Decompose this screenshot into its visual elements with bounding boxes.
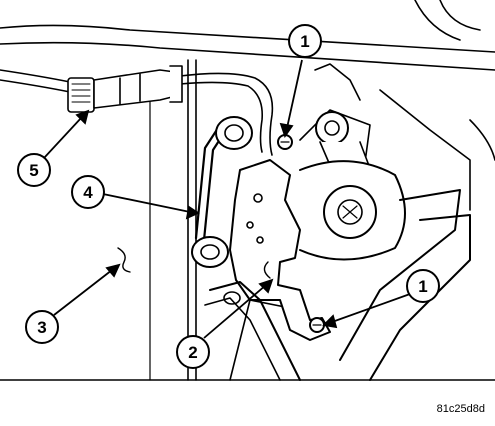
callout-1-right: 1 <box>406 269 440 303</box>
fastener-top <box>277 134 293 150</box>
electrical-connector <box>67 65 183 113</box>
svg-text:3: 3 <box>37 318 46 337</box>
leader-arrow-1-top <box>279 59 303 138</box>
leader-arrow-5 <box>43 109 90 159</box>
wiring-harness <box>0 69 274 156</box>
latch-mechanism <box>299 63 471 381</box>
svg-text:4: 4 <box>83 183 93 202</box>
svg-text:2: 2 <box>188 343 197 362</box>
leader-arrow-3 <box>53 263 121 316</box>
link-rod <box>191 116 253 268</box>
leader-arrow-4 <box>102 193 200 220</box>
leader-arrow-2 <box>203 278 274 339</box>
fastener-bottom <box>309 317 325 333</box>
callout-2: 2 <box>176 335 210 369</box>
svg-text:5: 5 <box>29 161 38 180</box>
callout-3: 3 <box>25 310 59 344</box>
panel-surface-mark <box>117 247 131 273</box>
figure-id-label: 81c25d8d <box>436 403 485 415</box>
callout-1-top: 1 <box>288 24 322 58</box>
leader-arrow-1-right <box>322 293 411 329</box>
svg-text:1: 1 <box>418 277 427 296</box>
lower-track <box>204 281 301 381</box>
svg-text:1: 1 <box>300 32 309 51</box>
callout-5: 5 <box>17 153 51 187</box>
callout-4: 4 <box>71 175 105 209</box>
